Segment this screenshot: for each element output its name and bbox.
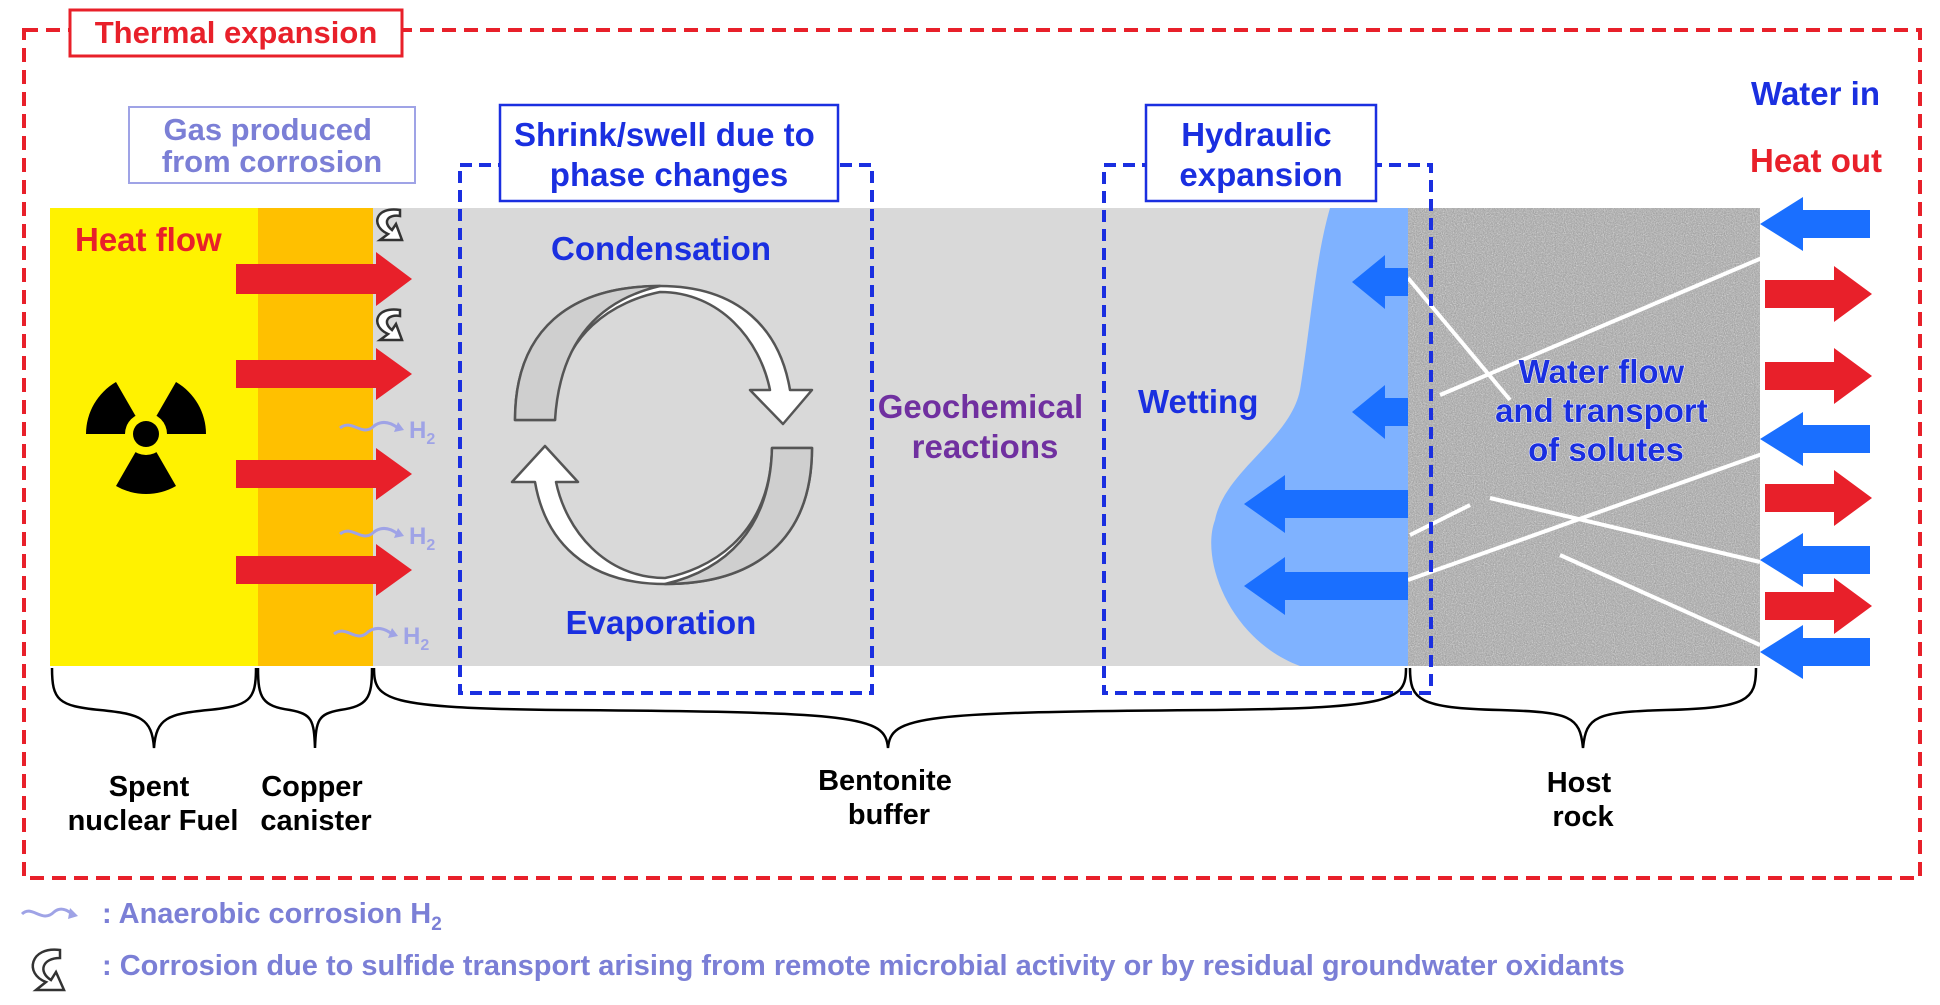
gas-produced-box [128,106,416,184]
shrink-swell-box [498,103,840,203]
water-in-arrow [1760,197,1870,251]
heat-arrow [236,348,412,400]
spent-fuel-label: Spent nuclear Fuel [68,771,239,837]
h2-wave-icon [20,907,78,919]
geochemical-label: Geochemical reactions [878,388,1093,465]
h2-arrows [333,420,399,638]
brace-bentonite [372,667,1408,749]
heat-arrow [236,448,412,500]
brace-spent-fuel [50,667,258,749]
shrink-swell-label: Shrink/swell due to phase changes [514,116,824,193]
right-boundary-arrows [1760,197,1872,679]
water-in-label: Water in [1751,75,1880,112]
phase-cycle-icon [510,284,814,586]
heat-arrow [236,544,412,596]
legend-anaerobic-text: Anaerobic corrosion H [118,898,432,930]
water-in-arrow [1760,533,1870,587]
evaporation-label: Evaporation [566,604,757,641]
legend-anaerobic: : Anaerobic corrosion H2 [20,892,1940,942]
bentonite-buffer-label: Bentonite buffer [818,765,960,831]
legend-sulfide-text: Corrosion due to sulfide transport arisi… [119,950,1625,982]
sulfide-corrosion-icon [376,208,404,342]
water-arrow [1352,255,1408,309]
component-braces [50,667,1758,749]
condensation-label: Condensation [551,230,771,267]
copper-canister-label: Copper canister [260,771,371,837]
svg-text:H2: H2 [409,417,435,448]
heat-flow-label: Heat flow [75,221,222,258]
water-inflow-arrows [1244,255,1408,615]
svg-text:H2: H2 [403,623,429,654]
h2-labels: H2 H2 H2 [403,417,435,654]
water-in-arrow [1760,625,1870,679]
heat-out-label: Heat out [1750,142,1882,179]
heat-out-arrow [1765,266,1872,322]
legend-sulfide: : Corrosion due to sulfide transport ari… [20,944,1940,994]
svg-text:H2: H2 [409,523,435,554]
gas-produced-label: Gas produced from corrosion [162,112,382,179]
heat-out-arrow [1765,470,1872,526]
water-flow-label: Water flow and transport of solutes [1495,353,1717,468]
water-arrow [1244,557,1408,615]
radiation-icon [86,382,206,494]
thermal-expansion-frame [22,28,1922,880]
thermal-expansion-label: Thermal expansion [95,15,378,50]
sulfide-curl-icon [31,948,66,992]
water-arrow [1244,475,1408,533]
brace-copper-canister [256,667,374,749]
host-rock-label: Host rock [1547,767,1620,833]
heat-flow-arrows [236,252,412,596]
wetting-front [1211,208,1408,666]
heat-arrow [236,252,412,306]
shrink-swell-region [458,163,874,695]
hydraulic-label: Hydraulic expansion [1179,116,1342,193]
wetting-label: Wetting [1138,383,1258,420]
heat-out-arrow [1765,348,1872,404]
thermal-expansion-label-box [68,8,404,58]
water-arrow [1352,385,1408,439]
hydraulic-box [1144,103,1378,203]
water-in-arrow [1760,412,1870,466]
heat-out-arrow [1765,578,1872,634]
brace-host-rock [1408,667,1758,749]
